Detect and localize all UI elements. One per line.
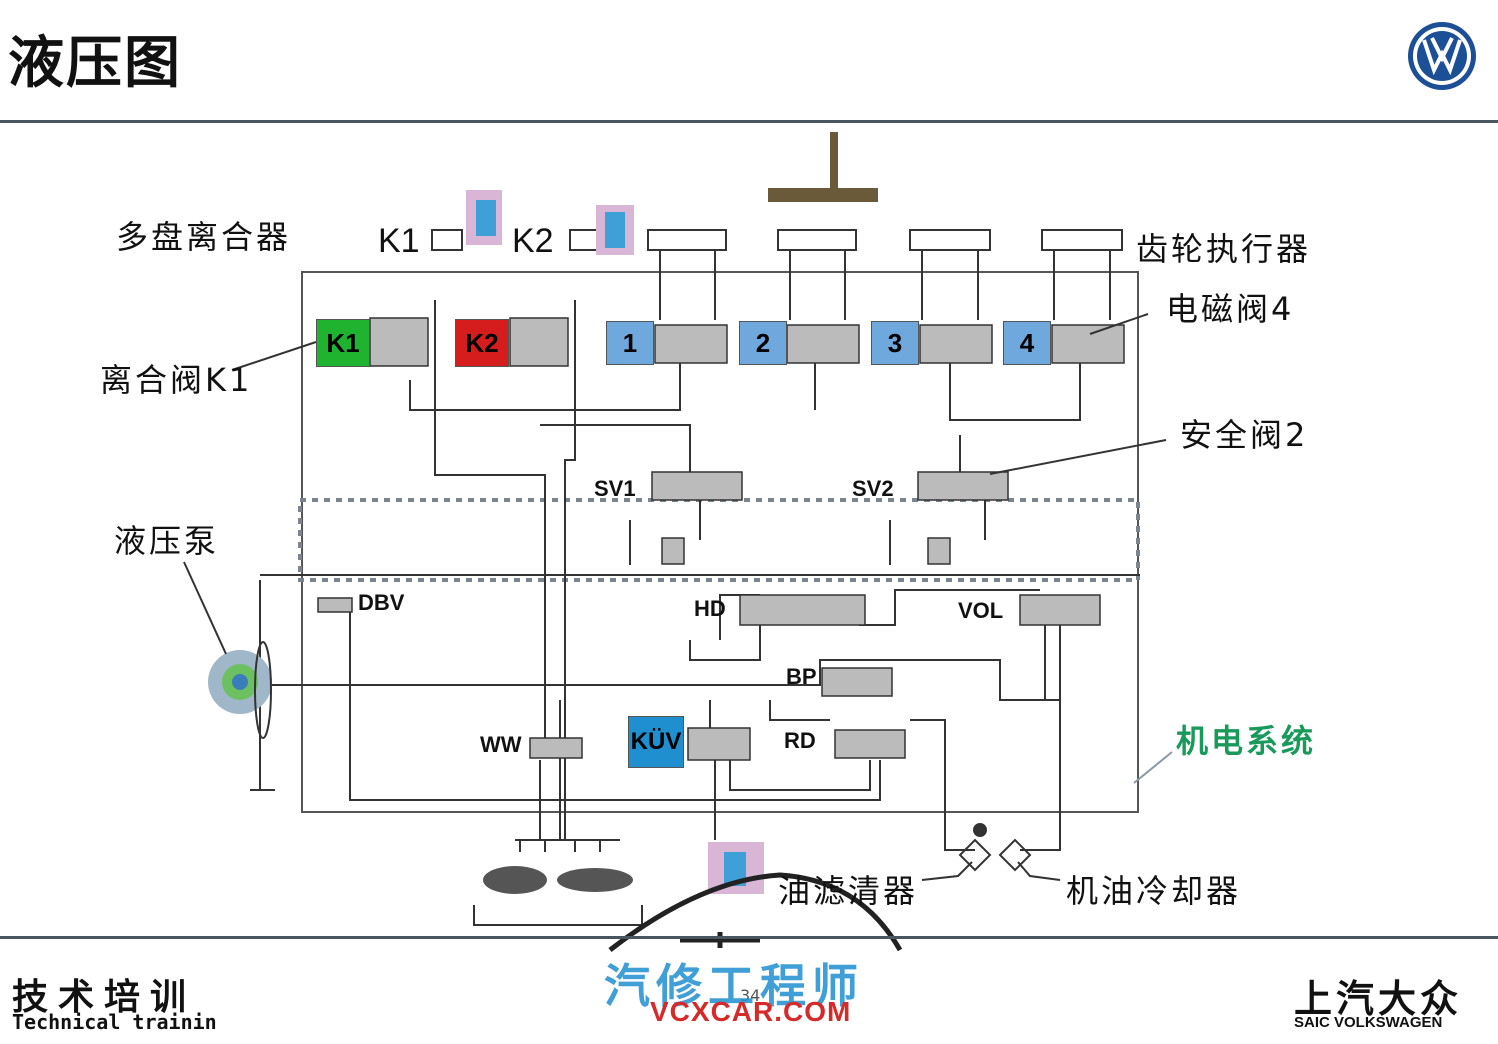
footer-brand-en: SAIC VOLKSWAGEN [1294,1014,1443,1031]
tag-rd: RD [784,728,816,753]
footer-training-cn: 技术培训 [12,977,197,1018]
footer-training-en: Technical training [12,1010,216,1034]
valve-1: 1 [606,321,654,365]
footer-divider [0,936,1498,939]
tag-vol: VOL [958,598,1004,623]
valve-k2: K2 [455,319,509,367]
tag-dbv: DBV [358,590,405,615]
input-shafts-icon [473,839,643,926]
valve-3: 3 [871,321,919,365]
valve-2: 2 [739,321,787,365]
label-clutch-k1: K1 [378,222,420,260]
oil-filter-icon [708,842,764,894]
footer-brand-cn: 上汽大众 [1294,977,1463,1021]
label-mechatronics: 机电系统 [1176,722,1317,760]
oil-cooler-icon [958,823,1032,872]
mechatronics-leader [1133,751,1173,784]
label-oil-cooler: 机油冷却器 [1066,872,1242,910]
tag-ww: WW [480,732,522,757]
valve-kuv: KÜV [628,716,684,768]
leader-lines [183,313,1167,881]
label-safety-valve-2: 安全阀2 [1180,416,1309,454]
label-multi-disc-clutch: 多盘离合器 [116,218,292,256]
tag-bp: BP [786,664,817,689]
tag-sv2: SV2 [852,476,894,501]
tag-sv1: SV1 [594,476,636,501]
tag-hd: HD [694,596,726,621]
label-gear-actuator: 齿轮执行器 [1136,230,1312,268]
vw-logo-icon [1408,22,1476,90]
clutch-k2-icon [596,205,634,255]
valve-k1: K1 [316,319,370,367]
label-oil-filter: 油滤清器 [778,872,919,910]
header-divider [0,120,1498,123]
hydraulic-pump-icon [208,641,275,791]
hydraulic-lines [259,300,1140,851]
selector-fork-icon [768,132,878,202]
label-solenoid-valve-4: 电磁阀4 [1166,290,1295,328]
watermark-car-icon [608,872,903,952]
gear-actuators [431,229,1123,251]
watermark-site-cn: 汽修工程师 [604,959,864,1013]
dotted-zone [298,498,1140,582]
valve-bodies [317,317,1125,761]
label-clutch-k2: K2 [512,222,554,260]
watermark-site-url: VCXCAR.COM [650,996,852,1027]
page-title: 液压图 [8,31,182,96]
label-hydraulic-pump: 液压泵 [114,522,220,560]
label-clutch-valve-k1: 离合阀K1 [100,361,253,399]
valve-4: 4 [1003,321,1051,365]
page-number: 34 [740,986,761,1005]
clutch-k1-icon [466,190,502,245]
